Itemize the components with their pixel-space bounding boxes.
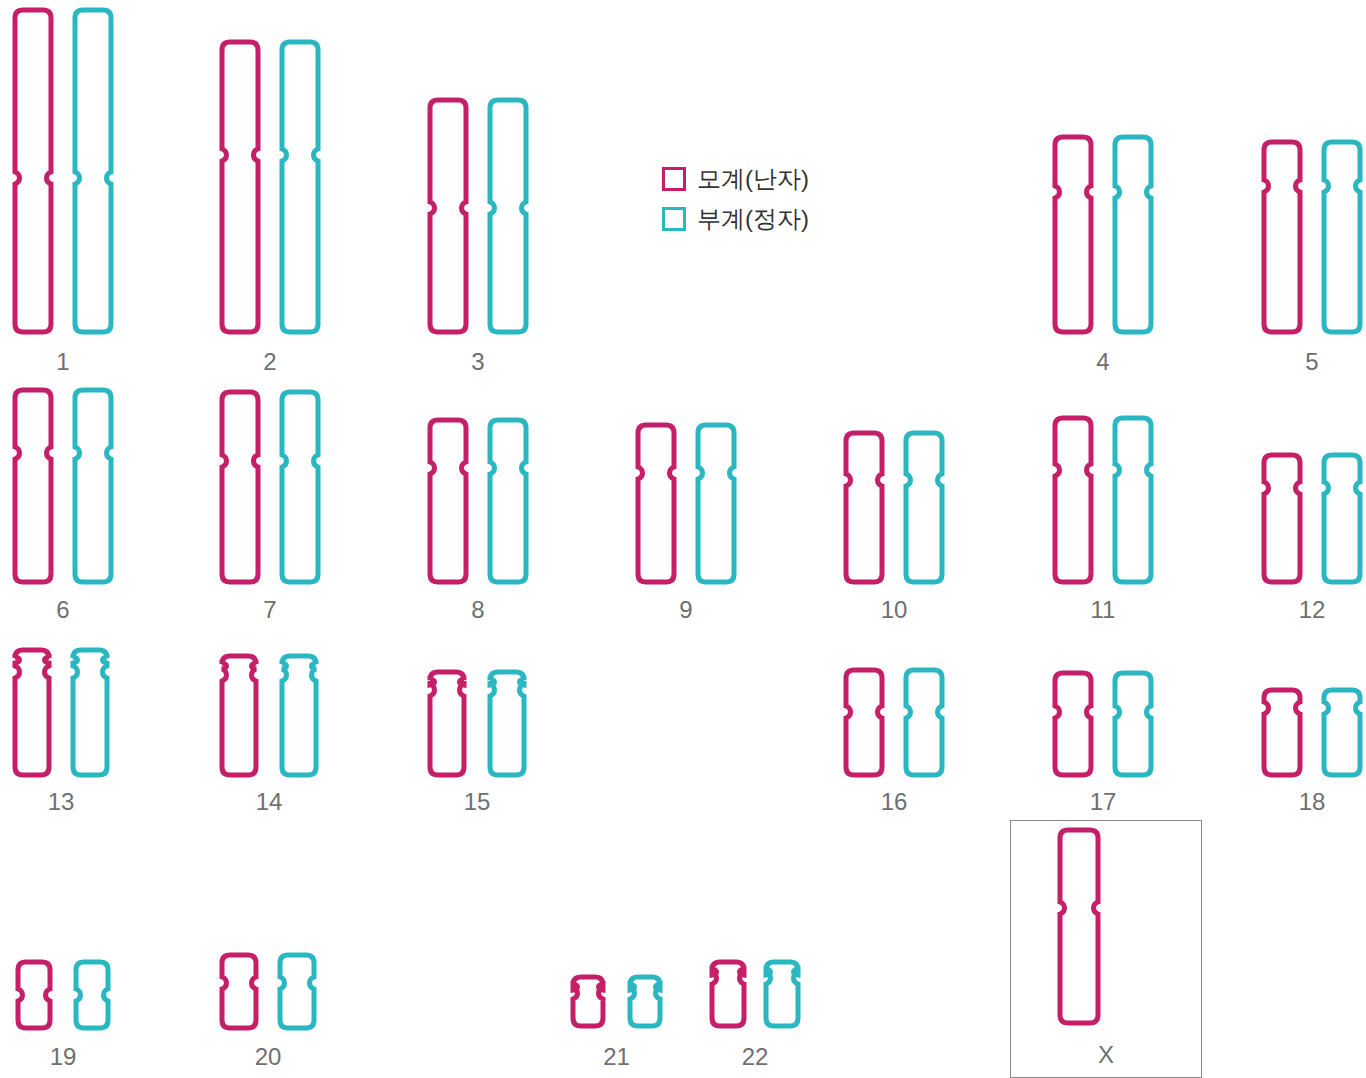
chromosome <box>282 42 318 332</box>
chromosome <box>282 656 316 775</box>
legend-row: 부계(정자) <box>662 205 809 233</box>
chromosome-number: 22 <box>742 1043 769 1071</box>
chromosome-number: 1 <box>56 348 69 376</box>
legend-text: 모계(난자) <box>697 165 809 193</box>
chromosome <box>73 650 107 775</box>
chromosome-number: 15 <box>464 788 491 816</box>
sex-chromosome-box: X <box>1010 820 1202 1078</box>
chromosome <box>280 955 314 1028</box>
chromosome <box>712 962 744 1026</box>
chromosome-number: 19 <box>50 1043 77 1071</box>
chromosome <box>222 656 256 775</box>
chromosome <box>222 42 258 332</box>
chromosome <box>222 955 256 1028</box>
chromosome <box>573 977 603 1026</box>
chromosome <box>15 10 51 332</box>
chromosome <box>430 672 464 775</box>
chromosome-number: 3 <box>471 348 484 376</box>
chromosome <box>638 425 674 582</box>
chromosome <box>430 420 466 582</box>
legend-swatch <box>662 207 686 231</box>
chromosome <box>906 670 942 775</box>
chromosome-number: X <box>1011 1041 1201 1069</box>
chromosome <box>15 650 49 775</box>
chromosome <box>846 670 882 775</box>
chromosome-number: 16 <box>881 788 908 816</box>
chromosome <box>1115 673 1151 775</box>
chromosome <box>430 100 466 332</box>
chromosome-number: 9 <box>679 596 692 624</box>
chromosome-number: 11 <box>1091 596 1116 624</box>
chromosome <box>18 962 50 1028</box>
chromosome-number: 20 <box>255 1043 282 1071</box>
chromosome-number: 13 <box>48 788 75 816</box>
chromosome <box>76 962 108 1028</box>
chromosome-number: 2 <box>263 348 276 376</box>
chromosome-number: 4 <box>1096 348 1109 376</box>
legend-swatch <box>662 167 686 191</box>
chromosome <box>766 962 798 1026</box>
chromosome <box>906 433 942 582</box>
chromosome <box>1055 137 1091 332</box>
chromosome-number: 17 <box>1090 788 1117 816</box>
chromosome <box>1055 418 1091 582</box>
chromosome <box>1264 690 1300 775</box>
chromosome <box>1115 137 1151 332</box>
chromosome-number: 5 <box>1305 348 1318 376</box>
chromosome <box>75 10 111 332</box>
chromosome <box>490 672 524 775</box>
chromosome-number: 21 <box>603 1043 630 1071</box>
chromosome <box>282 392 318 582</box>
chromosome <box>630 977 660 1026</box>
chromosome-number: 10 <box>881 596 908 624</box>
chromosome-number: 8 <box>471 596 484 624</box>
chromosome-number: 18 <box>1299 788 1326 816</box>
chromosome-number: 14 <box>256 788 283 816</box>
legend-text: 부계(정자) <box>697 205 809 233</box>
chromosome <box>1264 142 1300 332</box>
chromosome-number: 7 <box>263 596 276 624</box>
chromosome <box>1055 673 1091 775</box>
chromosome-number: 6 <box>56 596 69 624</box>
chromosome <box>1324 690 1360 775</box>
chromosome <box>1060 830 1098 1023</box>
chromosome <box>15 390 51 582</box>
chromosome <box>490 420 526 582</box>
chromosome-number: 12 <box>1299 596 1326 624</box>
chromosome <box>75 390 111 582</box>
chromosome <box>1115 418 1151 582</box>
chromosome <box>222 392 258 582</box>
chromosome <box>490 100 526 332</box>
legend-row: 모계(난자) <box>662 165 809 193</box>
chromosome <box>846 433 882 582</box>
chromosome <box>1264 455 1300 582</box>
chromosome <box>698 425 734 582</box>
chromosome <box>1324 455 1360 582</box>
chromosome <box>1324 142 1360 332</box>
